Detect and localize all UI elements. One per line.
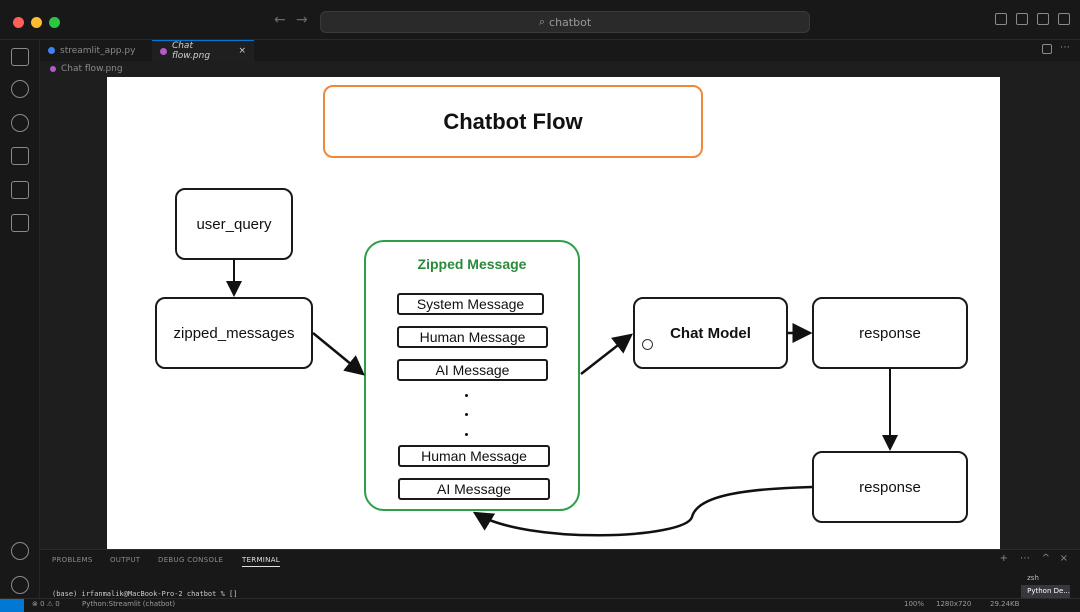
terminal-list: zsh Python De... bbox=[1021, 572, 1070, 598]
close-tab-icon[interactable]: × bbox=[238, 46, 246, 56]
image-preview: Chatbot Flow user_query zipped_messages … bbox=[107, 77, 1000, 549]
status-bar: ⊗ 0 ⚠ 0 Python:Streamlit (chatbot) 100% … bbox=[0, 598, 1080, 612]
search-icon: ⌕ bbox=[538, 15, 546, 28]
image-file-icon bbox=[160, 47, 167, 55]
chat-model-box: Chat Model bbox=[633, 297, 788, 369]
back-arrow-icon[interactable]: ← bbox=[274, 12, 286, 28]
search-text: chatbot bbox=[549, 15, 592, 29]
python-interpreter[interactable]: Python:Streamlit (chatbot) bbox=[82, 600, 176, 608]
zipped-message-container: Zipped Message System Message Human Mess… bbox=[364, 240, 580, 511]
arrow-container-to-model bbox=[580, 333, 633, 375]
command-center-search[interactable]: ⌕ chatbot bbox=[320, 11, 810, 33]
extensions-icon[interactable] bbox=[11, 181, 29, 199]
ellipsis-dot bbox=[465, 413, 468, 416]
breadcrumb: Chat flow.png bbox=[40, 61, 1080, 77]
bottom-panel: PROBLEMS OUTPUT DEBUG CONSOLE TERMINAL +… bbox=[40, 549, 1080, 598]
tab-label: streamlit_app.py bbox=[60, 45, 136, 56]
tab-label: Chat flow.png bbox=[171, 41, 211, 61]
problems-count[interactable]: ⊗ 0 ⚠ 0 bbox=[32, 600, 60, 608]
diagram-title: Chatbot Flow bbox=[323, 85, 703, 158]
tab-chat-flow[interactable]: Chat flow.png × bbox=[152, 40, 254, 61]
more-actions-icon[interactable]: ⋯ bbox=[1060, 42, 1070, 53]
chat-model-label: Chat Model bbox=[670, 324, 751, 342]
diagram-arrows bbox=[226, 260, 898, 537]
response-box: response bbox=[812, 297, 968, 369]
account-icon[interactable] bbox=[11, 542, 29, 560]
python-file-icon bbox=[48, 47, 55, 54]
close-window-button[interactable] bbox=[13, 17, 24, 28]
tab-output[interactable]: OUTPUT bbox=[110, 556, 141, 564]
customize-layout-icon[interactable] bbox=[1058, 13, 1070, 25]
maximize-window-button[interactable] bbox=[49, 17, 60, 28]
settings-gear-icon[interactable] bbox=[11, 576, 29, 594]
more-actions-icon[interactable]: ⋯ bbox=[1020, 553, 1030, 564]
arrow-response-back-to-container bbox=[472, 485, 813, 537]
file-size: 29.24KB bbox=[990, 600, 1020, 608]
system-message-box: System Message bbox=[397, 293, 544, 315]
testing-icon[interactable] bbox=[11, 214, 29, 232]
new-terminal-icon[interactable]: + bbox=[999, 553, 1008, 564]
ellipsis-dot bbox=[465, 433, 468, 436]
remote-indicator-icon[interactable] bbox=[0, 599, 24, 612]
zipped-messages-box: zipped_messages bbox=[155, 297, 313, 369]
editor-tab-bar: streamlit_app.py Chat flow.png × ⋯ bbox=[40, 40, 1080, 61]
activity-bar bbox=[0, 40, 40, 598]
terminal-item-zsh[interactable]: zsh bbox=[1027, 574, 1039, 582]
arrow-zipped-to-container bbox=[312, 332, 365, 376]
maximize-panel-icon[interactable]: ^ bbox=[1041, 553, 1050, 564]
image-file-icon bbox=[50, 66, 56, 72]
human-message-box: Human Message bbox=[398, 445, 550, 467]
split-editor-icon[interactable] bbox=[1042, 44, 1052, 54]
terminal-item-python[interactable]: Python De... bbox=[1021, 585, 1070, 598]
tab-streamlit-app[interactable]: streamlit_app.py bbox=[40, 40, 150, 61]
toggle-secondary-sidebar-icon[interactable] bbox=[1037, 13, 1049, 25]
zoom-cursor-icon bbox=[642, 339, 653, 350]
zipped-message-title: Zipped Message bbox=[417, 256, 527, 272]
search-icon[interactable] bbox=[11, 80, 29, 98]
title-bar: ← → ⌕ chatbot bbox=[0, 0, 1080, 40]
breadcrumb-label[interactable]: Chat flow.png bbox=[61, 64, 123, 74]
ai-message-box: AI Message bbox=[397, 359, 548, 381]
forward-arrow-icon[interactable]: → bbox=[296, 12, 308, 28]
image-dimensions: 1280x720 bbox=[936, 600, 972, 608]
human-message-box: Human Message bbox=[397, 326, 548, 348]
tab-terminal[interactable]: TERMINAL bbox=[242, 556, 280, 567]
source-control-icon[interactable] bbox=[11, 114, 29, 132]
run-debug-icon[interactable] bbox=[11, 147, 29, 165]
response-box-final: response bbox=[812, 451, 968, 523]
ellipsis-dot bbox=[465, 394, 468, 397]
user-query-box: user_query bbox=[175, 188, 293, 260]
toggle-sidebar-icon[interactable] bbox=[995, 13, 1007, 25]
zoom-level[interactable]: 100% bbox=[904, 600, 925, 608]
explorer-icon[interactable] bbox=[11, 48, 29, 66]
tab-debug-console[interactable]: DEBUG CONSOLE bbox=[158, 556, 224, 564]
tab-problems[interactable]: PROBLEMS bbox=[52, 556, 93, 564]
ai-message-box: AI Message bbox=[398, 478, 550, 500]
toggle-panel-icon[interactable] bbox=[1016, 13, 1028, 25]
minimize-window-button[interactable] bbox=[31, 17, 42, 28]
terminal-prompt[interactable]: (base) irfanmalik@MacBook-Pro-2 chatbot … bbox=[52, 590, 238, 598]
close-panel-icon[interactable]: × bbox=[1059, 553, 1068, 564]
